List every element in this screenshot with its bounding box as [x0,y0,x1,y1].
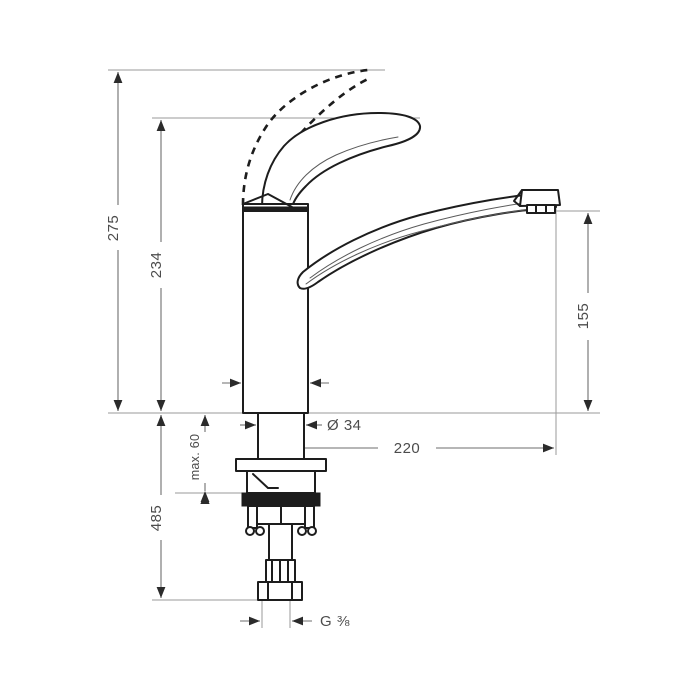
rubber-gasket [241,492,321,507]
dimension-label-220: 220 [394,440,421,457]
dimension-label-485: 485 [148,505,165,532]
dimension-label-max-60: max. 60 [188,434,202,481]
dimension-spout-height-155: 155 [575,213,593,411]
dimension-label-shank-diameter: Ø 34 [327,417,362,434]
supply-connection-nut [257,581,303,601]
dimension-counter-thickness-max60: max. 60 [188,415,210,504]
dimension-label-thread: G ⅜ [320,613,350,630]
dimension-body-height-234: 234 [148,120,166,411]
dimension-label-234: 234 [148,252,165,279]
dimension-label-275: 275 [105,215,122,242]
dimension-label-155: 155 [575,303,592,330]
dimension-total-height-275: 275 [105,72,123,411]
dimension-shank-diameter-34: Ø 34 [240,417,362,434]
spout-aerator-outlet [513,189,561,214]
mounting-flange [235,458,327,494]
lever-handle [261,112,422,208]
threaded-shank [265,523,296,583]
faucet-body-column [242,210,309,414]
dimension-thread-size: G ⅜ [240,613,350,630]
fixing-bracket [245,505,317,536]
lever-handle-raised-dashed [241,68,371,206]
curved-spout-arm [296,192,557,290]
threaded-shank-upper [257,412,305,463]
dimension-spout-reach-220: 220 [277,440,554,457]
dimension-below-counter-485: 485 [148,415,166,598]
